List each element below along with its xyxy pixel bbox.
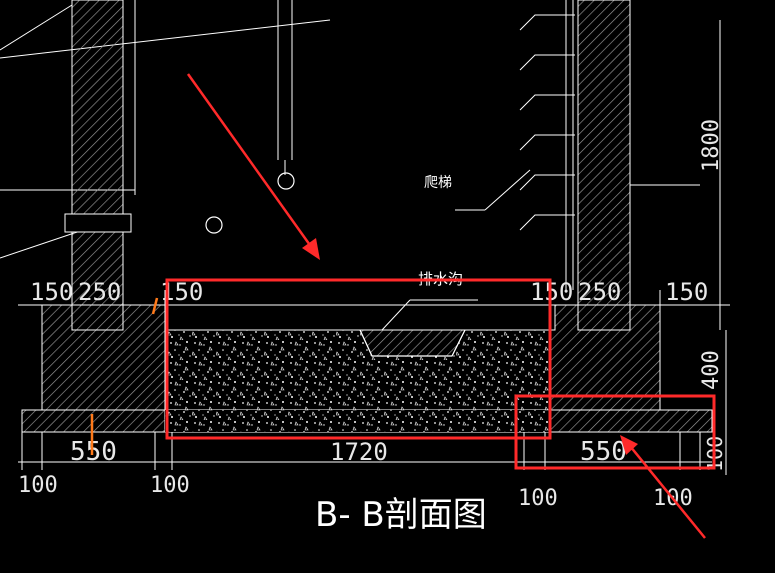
dim-bottom-1: 100 [18, 473, 58, 498]
dim-right-400: 400 [699, 350, 724, 390]
arrow-upper [186, 73, 320, 260]
drawing-title: B- B剖面图 [315, 495, 487, 535]
dim-top-6: 150 [665, 278, 708, 306]
dim-right-1800: 1800 [699, 119, 724, 172]
annotation-box-footing [514, 394, 716, 470]
annotation-box-pit [165, 278, 552, 440]
dim-mid-left: 550 [70, 437, 117, 467]
drain-channel [359, 329, 466, 357]
marker-orange-top [151, 297, 159, 315]
dim-bottom-3: 100 [518, 486, 558, 511]
left-wall-ring [64, 213, 132, 233]
dim-top-5: 250 [578, 278, 621, 306]
arrow-lower [620, 435, 706, 539]
dim-top-2: 250 [78, 278, 121, 306]
dim-bottom-2: 100 [150, 473, 190, 498]
dimension-lines [18, 290, 730, 475]
ladder-label: 爬梯 [424, 175, 452, 191]
left-guide-lines [0, 0, 331, 259]
pipe-circle-lower [205, 216, 223, 234]
dim-top-1: 150 [30, 278, 73, 306]
pipe-circle-upper [277, 172, 295, 190]
ladder-rungs [455, 0, 721, 330]
left-wall [71, 0, 124, 331]
dim-top-4: 150 [530, 278, 573, 306]
dim-mid-right: 550 [580, 437, 627, 467]
dim-mid-center: 1720 [330, 438, 388, 466]
right-wall [577, 0, 631, 331]
